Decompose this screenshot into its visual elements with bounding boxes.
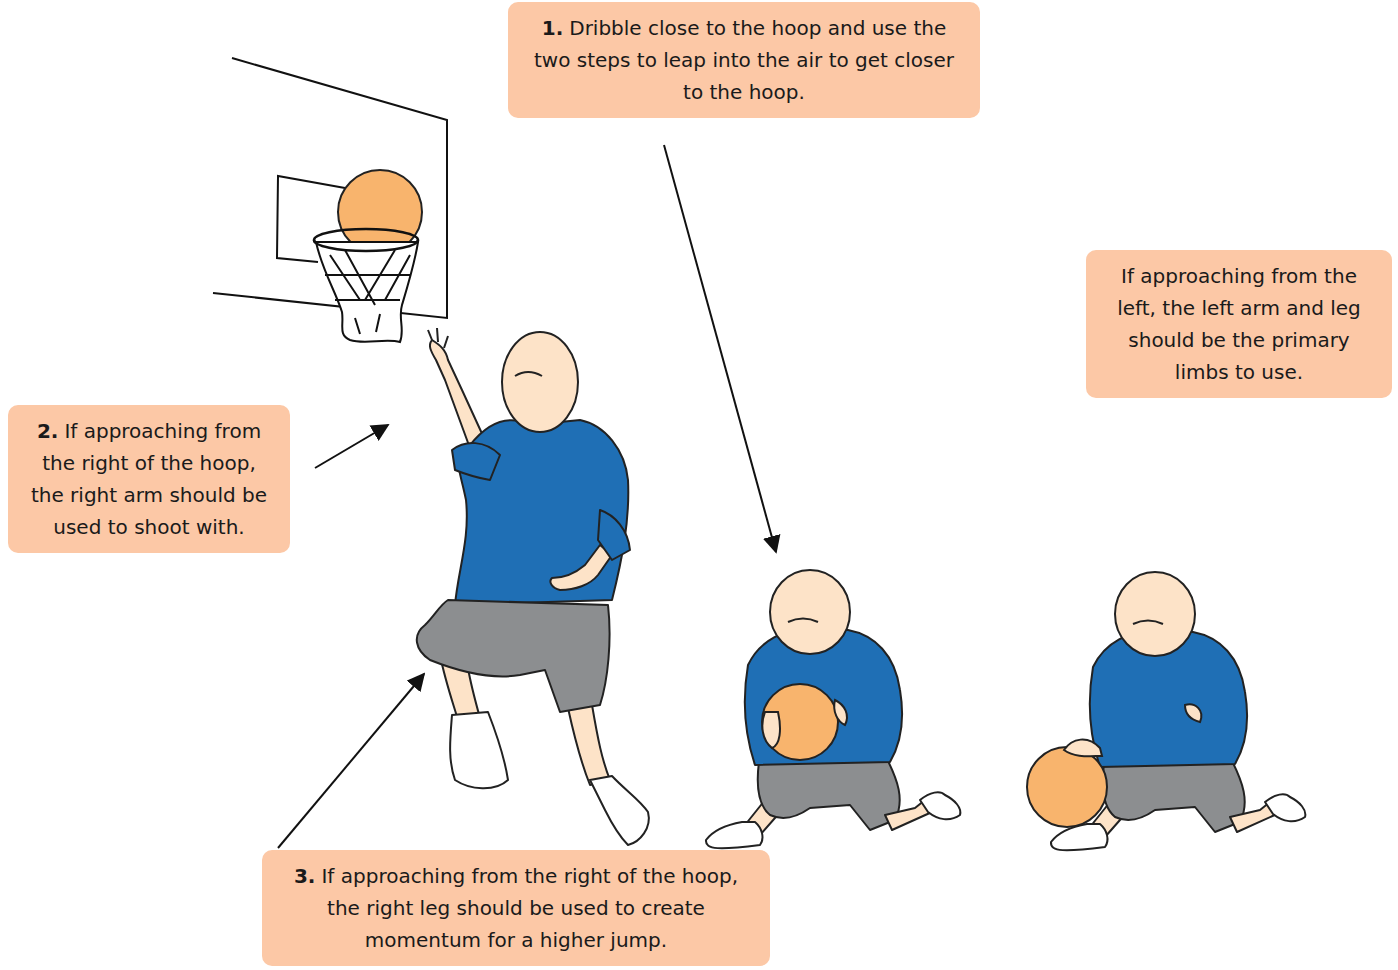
callout-number: 3. [294,864,316,888]
jumping-player [417,328,649,845]
callout-box: If approaching from the left, the left a… [1086,250,1392,398]
callout-box: 3.If approaching from the right of the h… [262,850,770,966]
callout-box: 1.Dribble close to the hoop and use the … [508,2,980,118]
leader-line [278,145,776,848]
callout-paragraph: 3.If approaching from the right of the h… [278,860,754,956]
net [314,240,418,342]
dribbling-player [1027,572,1305,850]
callout-paragraph: 2.If approaching from the right of the h… [24,415,274,543]
callout-number: 1. [542,16,564,40]
gathering-player [706,570,960,848]
callout-text: If approaching from the right of the hoo… [31,419,267,539]
callout-text: If approaching from the left, the left a… [1117,264,1361,384]
callout-paragraph: If approaching from the left, the left a… [1102,260,1376,388]
callout-paragraph: 1.Dribble close to the hoop and use the … [524,12,964,108]
callout-text: Dribble close to the hoop and use the tw… [534,16,954,104]
callout-box: 2.If approaching from the right of the h… [8,405,290,553]
callout-number: 2. [37,419,59,443]
callout-text: If approaching from the right of the hoo… [321,864,738,952]
